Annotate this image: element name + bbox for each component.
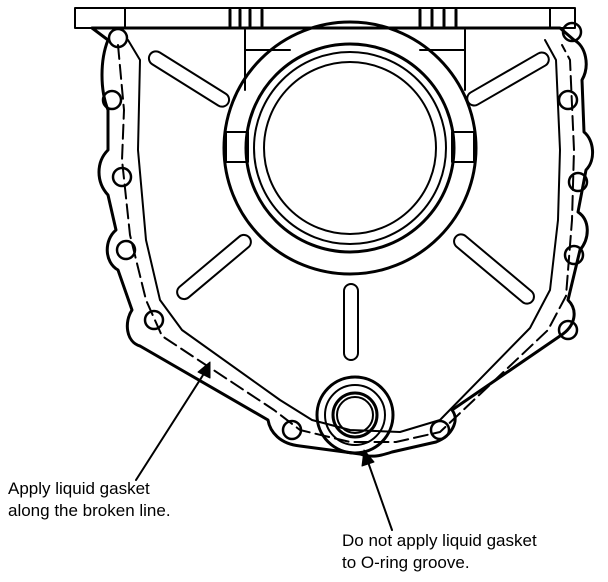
o-ring-boss: [315, 375, 395, 455]
cover-inner-outline: [127, 39, 561, 433]
callout-right-line1: Do not apply liquid gasket: [342, 531, 537, 550]
oil-seal: [222, 20, 478, 276]
leader-right: [367, 461, 393, 531]
callout-no-gasket: Do not apply liquid gasket to O-ring gro…: [342, 530, 537, 574]
callout-right-line2: to O-ring groove.: [342, 553, 470, 572]
callout-apply-gasket: Apply liquid gasket along the broken lin…: [8, 478, 171, 522]
arrowhead-left: [197, 361, 211, 379]
bolt-holes: [101, 21, 589, 441]
seal-housing-frame: [244, 29, 466, 91]
leader-left: [135, 371, 206, 481]
gasket-broken-line: [117, 44, 575, 443]
callout-left-line1: Apply liquid gasket: [8, 479, 150, 498]
cover-outline: [90, 26, 594, 458]
callout-left-line2: along the broken line.: [8, 501, 171, 520]
ribs: [147, 50, 550, 361]
arrowhead-right: [361, 449, 375, 467]
